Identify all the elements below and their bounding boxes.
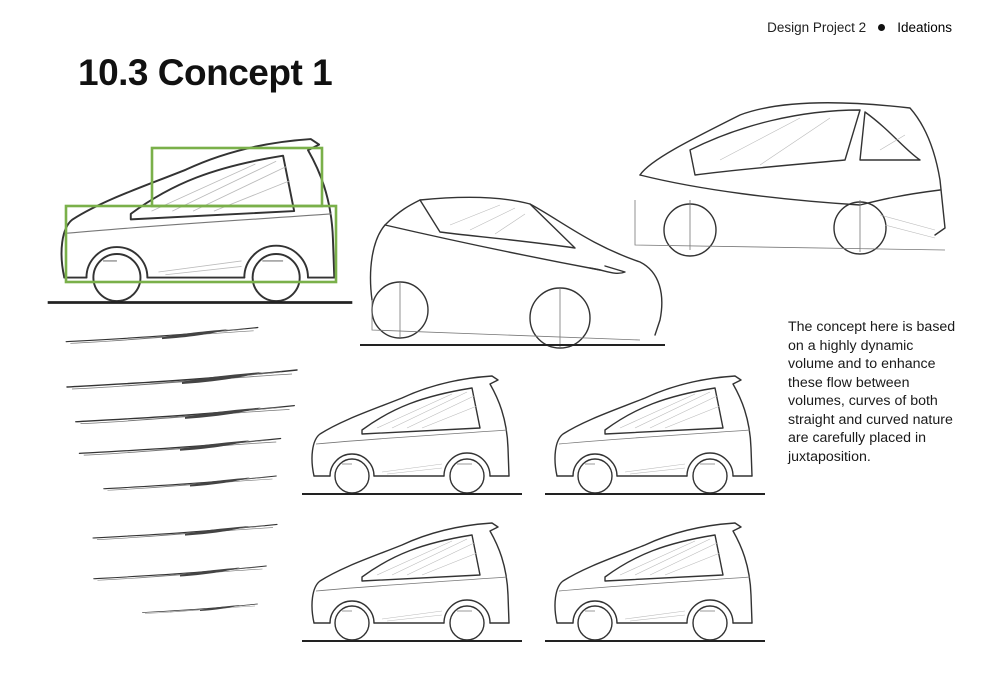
side-view-variant-1 bbox=[302, 375, 522, 495]
rear-three-quarter-sketch bbox=[634, 101, 946, 257]
front-three-quarter-sketch bbox=[360, 196, 665, 349]
project-name: Design Project 2 bbox=[767, 20, 867, 35]
stroke-study bbox=[93, 565, 267, 581]
stroke-study bbox=[103, 475, 277, 491]
side-view-car-large bbox=[46, 137, 354, 304]
body-guide-box bbox=[64, 204, 338, 284]
side-view-proportion-sketch bbox=[46, 137, 354, 304]
stroke-study bbox=[66, 369, 298, 390]
greenhouse-guide-box bbox=[150, 146, 324, 208]
stroke-study bbox=[92, 523, 278, 541]
side-view-variant-4 bbox=[545, 522, 765, 642]
stroke-study bbox=[78, 437, 282, 456]
side-view-variant-3 bbox=[302, 522, 522, 642]
side-view-variants bbox=[302, 375, 765, 642]
stroke-study bbox=[142, 603, 258, 614]
stroke-study bbox=[65, 326, 259, 344]
bullet-separator bbox=[878, 24, 886, 31]
page-header: Design Project 2 Ideations bbox=[767, 20, 952, 35]
stroke-study bbox=[75, 404, 295, 425]
side-view-variant-2 bbox=[545, 375, 765, 495]
concept-description: The concept here is based on a highly dy… bbox=[788, 319, 956, 465]
line-stroke-studies bbox=[65, 326, 298, 614]
section-name: Ideations bbox=[897, 20, 952, 35]
page-title: 10.3 Concept 1 bbox=[78, 52, 333, 93]
